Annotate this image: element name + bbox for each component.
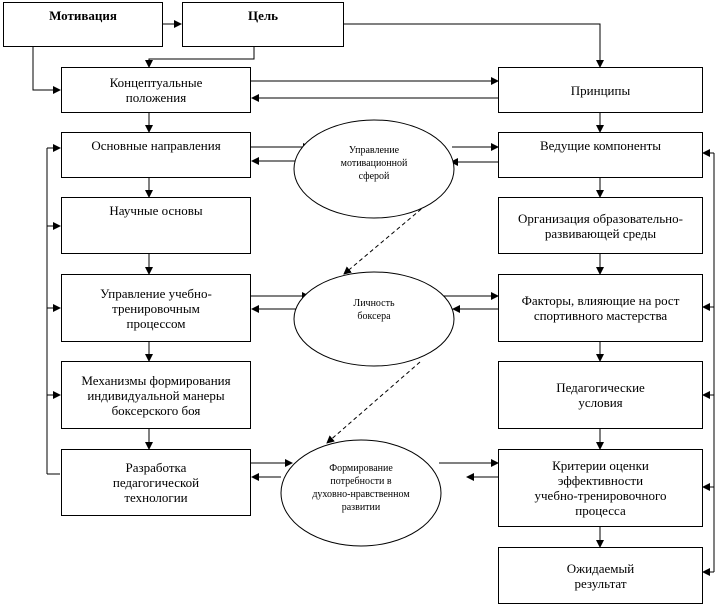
box-directions: Основные направления <box>61 132 251 178</box>
ellipse-needs-label: Формирование потребности в духовно-нравс… <box>312 463 410 513</box>
box-criteria: Критерии оценки эффективности учебно-тре… <box>498 449 703 527</box>
ellipse-needs <box>280 439 442 547</box>
box-goal: Цель <box>182 2 344 47</box>
box-environment: Организация образовательно- развивающей … <box>498 197 703 254</box>
arrow-goal-conceptual <box>145 46 255 68</box>
box-result: Ожидаемый результат <box>498 547 703 604</box>
box-motivation: Мотивация <box>3 2 163 47</box>
dashed-arrow-ellipse2-ellipse3 <box>326 361 421 444</box>
dashed-arrow-ellipse1-ellipse2 <box>343 199 433 275</box>
arrow-goal-principles <box>343 23 604 68</box>
ellipse-personality-label: Личность боксера <box>353 298 395 322</box>
box-components: Ведущие компоненты <box>498 132 703 178</box>
box-scientific: Научные основы <box>61 197 251 254</box>
box-mechanisms: Механизмы формирования индивидуальной ма… <box>61 361 251 429</box>
ellipse-personality <box>293 271 455 367</box>
box-principles: Принципы <box>498 67 703 113</box>
ellipse-motivational-sphere <box>293 119 455 219</box>
box-factors: Факторы, влияющие на рост спортивного ма… <box>498 274 703 342</box>
arrow-motivation-conceptual <box>32 46 61 94</box>
box-management: Управление учебно- тренировочным процесс… <box>61 274 251 342</box>
box-conditions: Педагогические условия <box>498 361 703 429</box>
box-conceptual: Концептуальные положения <box>61 67 251 113</box>
box-development: Разработка педагогической технологии <box>61 449 251 516</box>
ellipse-motivational-sphere-label: Управление мотивационной сферой <box>340 144 408 182</box>
